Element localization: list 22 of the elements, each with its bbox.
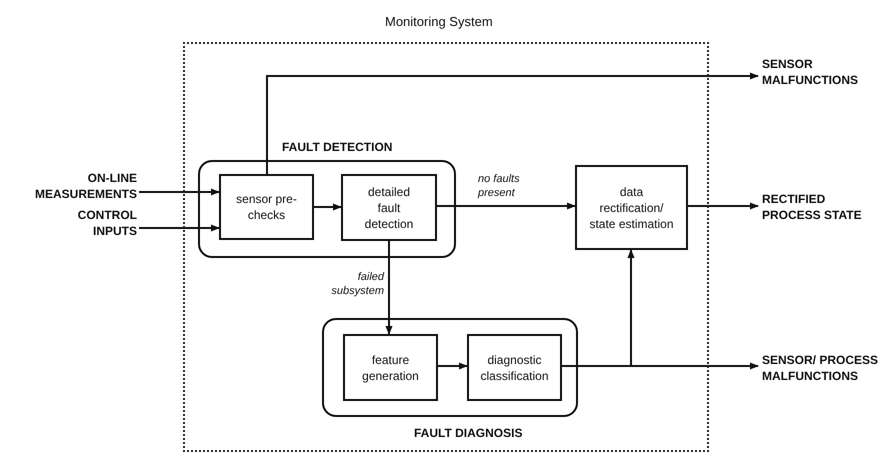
process-box: data rectification/ state estimation [575,165,688,250]
output-label: SENSOR/ PROCESS MALFUNCTIONS [762,342,880,394]
arrow [139,224,220,232]
group-heading: FAULT DETECTION [282,139,392,156]
output-label: RECTIFIED PROCESS STATE [762,182,862,232]
arrow [688,202,759,210]
process-box: detailed fault detection [341,174,437,241]
arrow [562,249,635,367]
arrow [314,203,342,211]
arrow [266,72,759,174]
input-label: ON-LINE MEASUREMENTS [4,170,137,202]
process-box: diagnostic classification [467,334,562,401]
process-box: feature generation [343,334,438,401]
output-label: SENSOR MALFUNCTIONS [762,55,880,89]
group-heading: FAULT DIAGNOSIS [414,425,522,442]
system-title: Monitoring System [385,13,493,31]
input-label: CONTROL INPUTS [40,206,137,240]
arrow [139,188,220,196]
process-box: sensor pre-checks [219,174,314,240]
arrow [437,202,576,210]
arrow [438,362,468,370]
arrow [385,241,393,335]
